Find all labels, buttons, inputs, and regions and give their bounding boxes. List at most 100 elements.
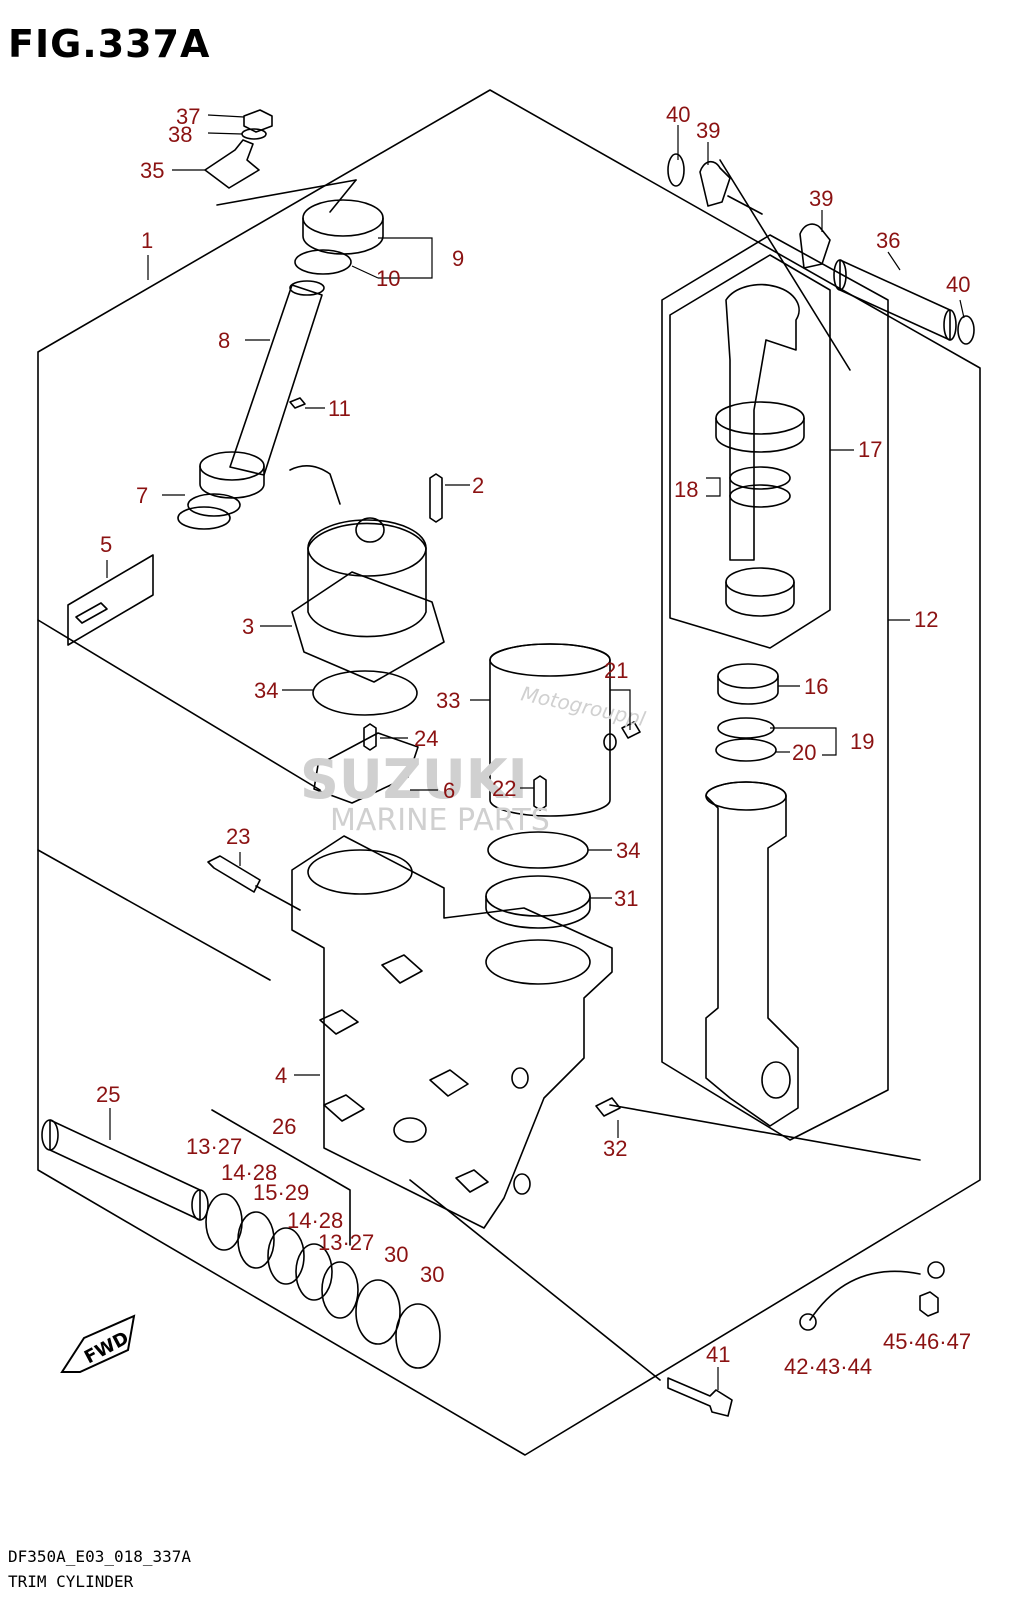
ring-30b [395, 1303, 441, 1369]
figure-name: TRIM CYLINDER [8, 1572, 134, 1591]
callout-41: 41 [706, 1342, 730, 1367]
callout-5: 5 [100, 532, 112, 557]
svg-text:Motogrouppl: Motogrouppl [519, 681, 648, 731]
svg-text:MARINE PARTS: MARINE PARTS [330, 803, 550, 838]
callout-labels: 37 38 35 1 9 10 8 11 7 2 5 3 34 24 6 33 … [96, 102, 971, 1379]
ring-19 [717, 717, 775, 739]
callout-39b: 39 [809, 186, 833, 211]
callout-24: 24 [414, 726, 438, 751]
callout-8: 8 [218, 328, 230, 353]
o-ring-34a [312, 670, 418, 716]
body-4 [291, 835, 613, 1229]
o-ring-10 [294, 249, 352, 275]
clip-40b [957, 315, 975, 345]
callout-3: 3 [242, 614, 254, 639]
watermark: SUZUKI MARINE PARTS Motogrouppl [300, 681, 648, 838]
ring-20 [715, 738, 777, 762]
callout-26: 26 [272, 1114, 296, 1139]
bolt-2 [429, 473, 443, 523]
svg-text:SUZUKI: SUZUKI [300, 748, 528, 811]
frame-left-guide2 [37, 849, 271, 981]
figure-code: DF350A_E03_018_337A [8, 1547, 192, 1566]
ring-14-28b [295, 1243, 333, 1301]
screw-22 [533, 775, 547, 811]
fwd-badge: FWD [60, 1314, 136, 1373]
o-ring-18b [729, 484, 791, 508]
screw-45 [919, 1291, 939, 1317]
valve-5 [67, 554, 154, 646]
callout-25: 25 [96, 1082, 120, 1107]
frame-left-guide [37, 619, 321, 791]
callout-45-46-47: 45·46·47 [883, 1329, 971, 1354]
ring-14-28a [237, 1211, 275, 1269]
cylinder-frame [661, 234, 889, 1141]
callout-6: 6 [443, 778, 455, 803]
callout-36: 36 [876, 228, 900, 253]
callout-11: 11 [328, 396, 351, 421]
leader-lines [106, 114, 965, 1390]
callout-21: 21 [604, 658, 628, 683]
callout-7: 7 [136, 483, 148, 508]
callout-38: 38 [168, 122, 192, 147]
callout-39a: 39 [696, 118, 720, 143]
bolt-35 [204, 139, 260, 189]
callout-20: 20 [792, 740, 816, 765]
callout-18: 18 [674, 477, 698, 502]
ring-15-29 [267, 1227, 305, 1285]
clip-40a [667, 153, 685, 187]
screw-24 [363, 723, 377, 751]
callout-12: 12 [914, 607, 938, 632]
callout-33: 33 [436, 688, 460, 713]
callout-19: 19 [850, 729, 874, 754]
callout-16: 16 [804, 674, 828, 699]
o-ring-18a [729, 466, 791, 490]
ring-13-27a [205, 1193, 243, 1251]
callout-22: 22 [492, 776, 516, 801]
pin-36 [839, 259, 951, 341]
piston-7 [199, 451, 265, 481]
callout-13-27b: 13·27 [318, 1230, 374, 1255]
callout-23: 23 [226, 824, 250, 849]
callout-10: 10 [376, 266, 400, 291]
callout-32: 32 [603, 1136, 627, 1161]
callout-30b: 30 [420, 1262, 444, 1287]
bushing-25 [49, 1119, 201, 1221]
callout-14-28a: 14·28 [221, 1160, 277, 1185]
callout-13-27a: 13·27 [186, 1134, 242, 1159]
rod-17 [725, 283, 800, 561]
cylinder-12 [705, 781, 799, 1127]
bushing-39b [799, 223, 831, 269]
callout-40a: 40 [666, 102, 690, 127]
callout-2: 2 [472, 473, 484, 498]
pin-11 [289, 397, 306, 409]
callout-37: 37 [176, 104, 200, 129]
callout-9: 9 [452, 246, 464, 271]
callout-35: 35 [140, 158, 164, 183]
callout-4: 4 [275, 1063, 287, 1088]
ring-30a [355, 1279, 401, 1345]
callout-31: 31 [614, 886, 638, 911]
callout-14-28b: 14·28 [287, 1208, 343, 1233]
cable-42 [809, 1270, 921, 1321]
ring-13-27b [321, 1261, 359, 1319]
callout-34a: 34 [254, 678, 278, 703]
screw-23 [207, 855, 261, 893]
callout-15-29: 15·29 [253, 1180, 309, 1205]
figure-title: FIG.337A [8, 22, 211, 66]
tube-8 [229, 284, 323, 476]
bushing-39a [699, 160, 731, 207]
cap-9 [302, 199, 384, 237]
rod-frame [669, 254, 831, 649]
motor-3 [291, 571, 445, 683]
callout-42-43-44: 42·43·44 [784, 1354, 872, 1379]
plate-6 [313, 732, 419, 804]
callout-34b: 34 [616, 838, 640, 863]
callout-40b: 40 [946, 272, 970, 297]
seal-16 [717, 663, 779, 689]
frame-outline [37, 89, 981, 1456]
screw-32 [595, 1097, 621, 1117]
bolt-41 [667, 1377, 733, 1417]
callout-30a: 30 [384, 1242, 408, 1267]
callout-1: 1 [141, 228, 153, 253]
